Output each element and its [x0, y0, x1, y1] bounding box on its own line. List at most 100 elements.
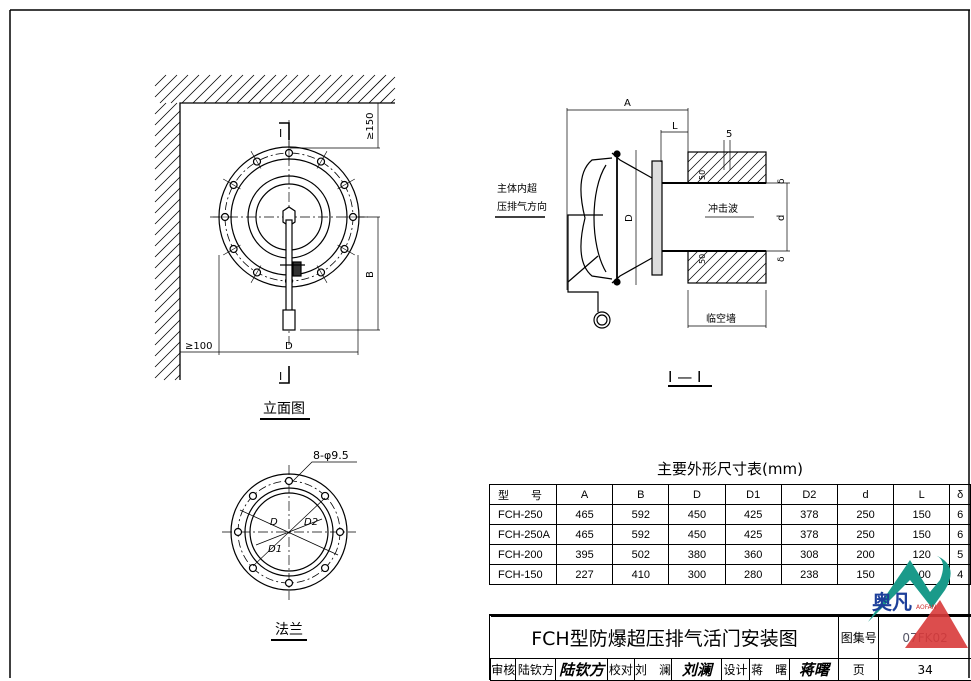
bolt-hole: [248, 563, 258, 573]
table-cell: 450: [668, 504, 726, 525]
hatch-line: [236, 74, 266, 104]
hatch-line: [715, 250, 749, 284]
hatch-line: [154, 253, 181, 280]
table-cell: 150: [836, 564, 895, 585]
exhaust-note-line1: 主体内超: [497, 182, 537, 195]
table-cell: 450: [668, 524, 726, 545]
bolt-hole: [248, 491, 258, 501]
hatch-line: [258, 74, 288, 104]
hatch-line: [313, 74, 343, 104]
hatch-line: [192, 74, 222, 104]
flange-d2-label: D2: [304, 517, 318, 528]
table-header-cell: D1: [724, 484, 782, 505]
review-label: 审核: [489, 658, 517, 681]
hatch-line: [716, 151, 749, 184]
hatch-line: [154, 308, 181, 335]
table-cell: 465: [555, 504, 614, 525]
shockwave-label: 冲击波: [708, 202, 738, 215]
table-cell: 308: [780, 544, 838, 565]
hatch-line: [225, 74, 255, 104]
section-caption: I — I: [668, 368, 701, 386]
hatch-line: [154, 187, 181, 214]
hatch-line: [705, 250, 739, 284]
table-cell: 465: [555, 524, 614, 545]
table-cell: FCH-250: [489, 504, 557, 525]
hatch-line: [379, 87, 396, 104]
hatch-line: [154, 102, 167, 115]
hatch-line: [154, 176, 181, 203]
hatch-line: [687, 151, 709, 173]
dim-5-label: 5: [726, 129, 732, 140]
hatch-line: [154, 74, 167, 87]
dim-delta-top: δ: [777, 178, 787, 184]
hatch-line: [735, 252, 767, 284]
hatch-line: [154, 143, 181, 170]
dim-left-label: ≥100: [185, 341, 212, 352]
dim-50-top: 50: [698, 170, 707, 180]
dim-a-label: A: [624, 98, 631, 109]
table-cell: 200: [836, 544, 895, 565]
atlas-number: 07FK02: [878, 616, 971, 659]
page-label: 页: [838, 658, 880, 681]
table-cell: 6: [949, 524, 971, 545]
table-cell: 250: [836, 504, 895, 525]
hatch-line: [755, 272, 767, 284]
table-cell: FCH-150: [489, 564, 557, 585]
dim-l-label: L: [672, 121, 678, 132]
hatch-line: [696, 151, 729, 184]
designer-name: 蒋 曙: [748, 658, 790, 681]
hatch-line: [154, 275, 181, 302]
dim-delta-bottom: δ: [777, 256, 787, 262]
atlas-label: 图集号: [838, 616, 880, 659]
elevation-view: ≥150 B ≥100 D I I 立面图: [154, 74, 396, 420]
hatch-line: [154, 286, 181, 313]
table-cell: 250: [836, 524, 895, 545]
hatch-line: [687, 250, 719, 282]
page-number: 34: [878, 658, 971, 681]
table-cell: 120: [893, 544, 951, 565]
section-mark-bottom: I: [279, 370, 282, 383]
hatch-line: [154, 102, 178, 126]
table-cell: 425: [724, 504, 782, 525]
check-label: 校对: [607, 658, 635, 681]
table-cell: 4: [949, 564, 971, 585]
hatch-line: [756, 173, 767, 184]
dim-d-big-label: D: [624, 214, 635, 222]
flange-d1-label: D1: [268, 544, 282, 555]
hatch-line: [687, 250, 709, 272]
reviewer-name: 陆钦方: [515, 658, 557, 681]
table-cell: 238: [780, 564, 838, 585]
hatch-line: [174, 374, 181, 381]
hatch-line: [302, 74, 332, 104]
hatch-line: [154, 165, 181, 192]
hatch-line: [181, 74, 211, 104]
table-cell: 378: [780, 504, 838, 525]
table-cell: 395: [555, 544, 614, 565]
hatch-line: [725, 250, 759, 284]
bolt-hole: [335, 527, 345, 537]
hatch-line: [390, 98, 396, 104]
flange-view: 8-φ9.5 D D2 D1 法兰: [222, 449, 357, 641]
table-cell: 425: [724, 524, 782, 545]
table-cell: 150: [893, 504, 951, 525]
table-header-cell: L: [893, 484, 951, 505]
hatch-line: [687, 250, 699, 262]
table-header-cell: B: [612, 484, 670, 505]
bolt-centerline: [337, 244, 355, 256]
table-cell: 280: [724, 564, 782, 585]
bolt-centerline: [250, 151, 262, 169]
table-cell: FCH-200: [489, 544, 557, 565]
dim-b-label: B: [365, 271, 376, 278]
table-header-cell: 型 号: [489, 484, 557, 505]
section-mark-top: I: [279, 127, 282, 140]
hatch-line: [170, 74, 200, 104]
table-cell: FCH-250A: [489, 524, 557, 545]
section-view: A L 5 D d δ δ 50 50 主体内超 压排气方向 冲击波 临空墙 I…: [495, 98, 790, 387]
